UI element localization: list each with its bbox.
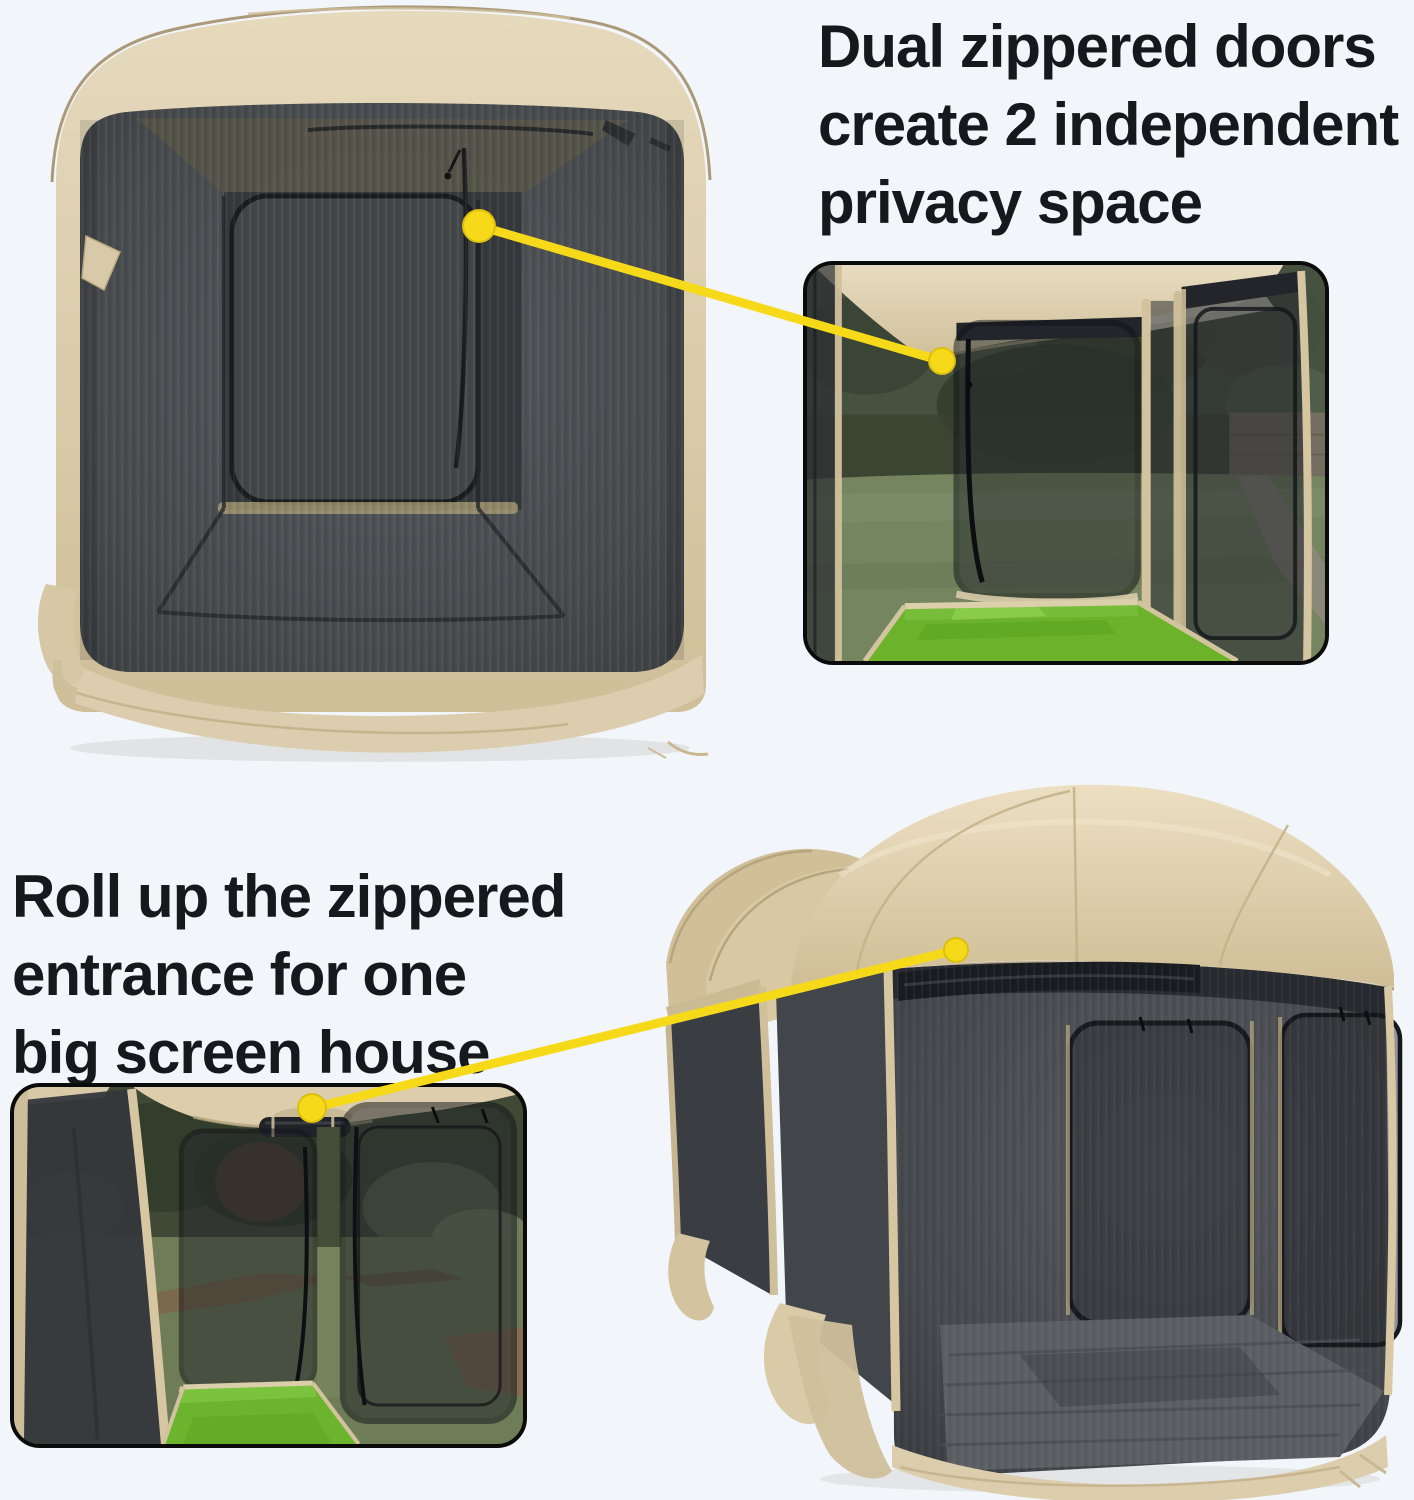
left-mesh-wall: [14, 1088, 170, 1444]
tie-strings: [1339, 1453, 1387, 1489]
inset-photo-big-screen-house: [10, 1083, 527, 1448]
inset-photo-privacy-space: [803, 261, 1329, 665]
photo-tent-three-quarter-view: [640, 755, 1414, 1500]
tent-poles: [1141, 290, 1182, 641]
grass-floor: [161, 1380, 361, 1444]
heading-dual-doors: Dual zippered doors create 2 independent…: [818, 13, 1399, 236]
photo-tent-front-view: [8, 0, 752, 768]
right-door-panel: [339, 1102, 518, 1424]
back-zippered-door: [953, 316, 1146, 606]
tent-bottom-skirt: [668, 1233, 1388, 1500]
side-flap: [81, 234, 121, 292]
left-mesh-wall: [807, 265, 842, 661]
tent-mesh-front-wall: [80, 103, 684, 672]
front-mesh-wall: [892, 961, 1403, 1478]
center-door-panel: [178, 1128, 318, 1400]
tent-bottom-skirt: [38, 584, 709, 759]
heading-roll-up-entrance: Roll up the zippered entrance for one bi…: [12, 863, 566, 1086]
door-zipper: [965, 338, 985, 583]
right-mesh-wall: [1181, 270, 1312, 661]
grass-floor: [862, 599, 1239, 661]
gap-view: [316, 1127, 341, 1397]
